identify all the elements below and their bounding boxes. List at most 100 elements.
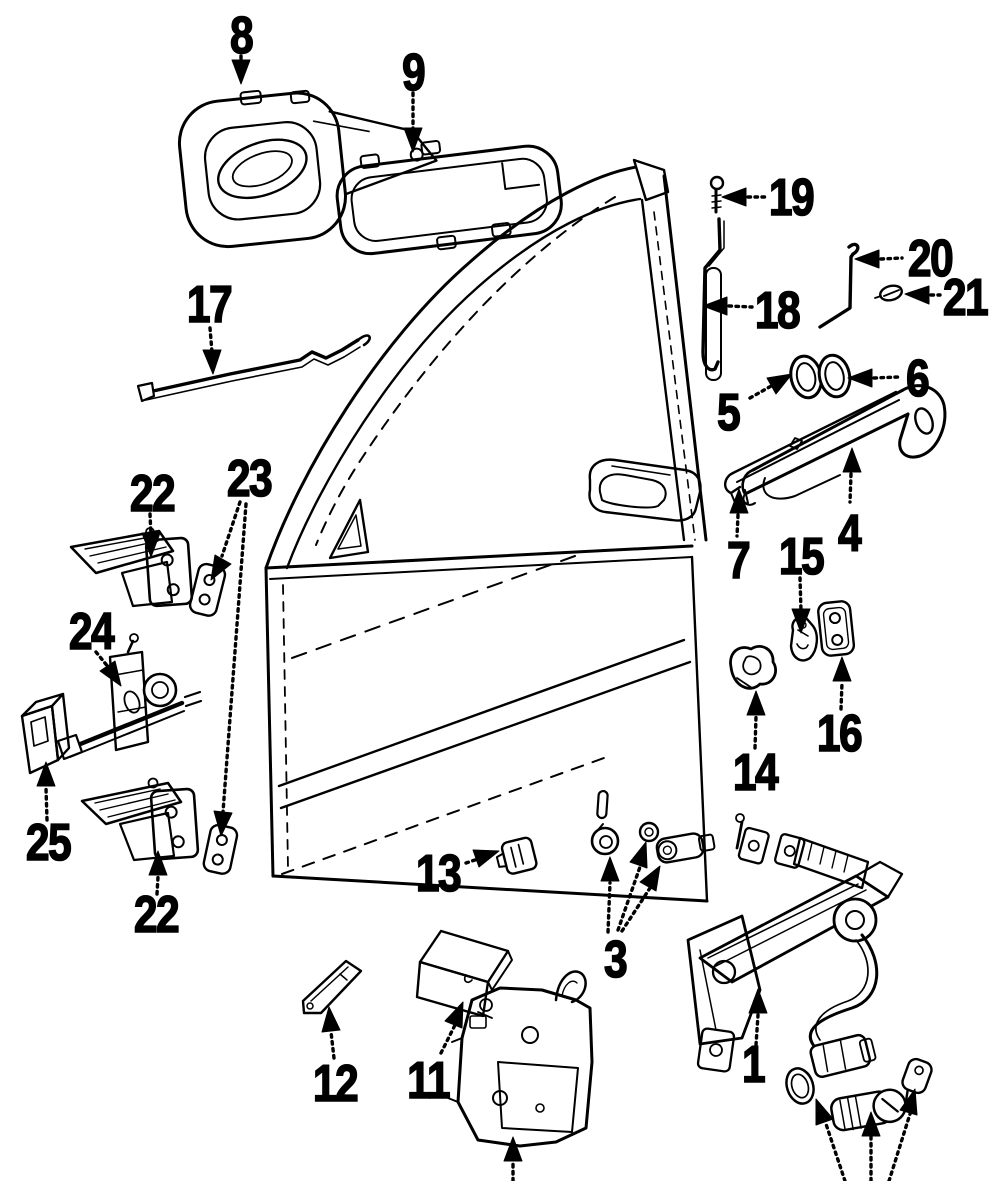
part-striker-plate-16 xyxy=(817,600,856,657)
callout-1-arrow xyxy=(748,988,768,1047)
callout-14-label: 14 xyxy=(733,744,779,802)
callout-25-label: 25 xyxy=(26,814,71,872)
callout-12: 12 xyxy=(312,1054,360,1113)
part-wedge-25 xyxy=(20,692,71,775)
callout-12-arrow xyxy=(321,1006,341,1060)
callout-8-label: 8 xyxy=(230,7,252,65)
callout-22-lower: 22 xyxy=(133,885,181,944)
callout-3: 3 xyxy=(603,930,629,989)
callout-19-arrow xyxy=(721,187,767,207)
callout-6-label: 6 xyxy=(906,350,928,408)
part-cluster-3 xyxy=(590,789,716,864)
callout-arrows xyxy=(36,54,942,1181)
callout-17-label: 17 xyxy=(187,276,231,334)
cutoff-arrow-lock xyxy=(503,1136,523,1181)
part-lock-rod-18 xyxy=(701,217,725,372)
part-inner-door-handle xyxy=(177,89,438,249)
part-outside-door-handle-4 xyxy=(741,384,947,506)
cutoff-arrow-key xyxy=(887,1088,918,1181)
callout-4: 4 xyxy=(837,504,864,563)
callout-18: 18 xyxy=(754,281,802,340)
callout-16-label: 16 xyxy=(817,705,861,763)
callout-22l-arrow xyxy=(148,850,168,896)
callout-15-arrow xyxy=(791,576,811,634)
callout-19: 19 xyxy=(768,168,816,227)
callout-21-arrow xyxy=(904,285,942,305)
callout-22u-arrow xyxy=(141,512,161,558)
callout-11: 11 xyxy=(406,1051,452,1110)
callout-18-label: 18 xyxy=(755,282,799,340)
door-panel xyxy=(264,158,722,903)
callout-labels: 8 9 17 19 18 20 21 5 6 7 4 22 23 24 25 2… xyxy=(25,6,990,1113)
callout-7-label: 7 xyxy=(727,532,749,590)
callout-7-arrow xyxy=(729,488,749,538)
callout-24-arrow xyxy=(94,650,122,687)
part-lower-hinge-22 xyxy=(80,777,200,862)
part-handle-gasket-frame xyxy=(335,140,563,256)
callout-5: 5 xyxy=(716,383,742,442)
callout-13: 13 xyxy=(415,844,463,903)
callout-25: 25 xyxy=(25,813,73,872)
callout-22-lower-label: 22 xyxy=(134,886,178,944)
cutoff-arrow-cylinder xyxy=(861,1111,881,1181)
part-door-check-24 xyxy=(56,633,203,761)
callout-11-arrow xyxy=(439,1001,464,1055)
part-lock-cylinder xyxy=(830,1088,907,1132)
callout-6: 6 xyxy=(905,349,931,408)
part-screw-19 xyxy=(709,175,725,214)
callout-14-arrow xyxy=(746,690,766,750)
callout-9: 9 xyxy=(401,43,427,102)
part-door-lock-actuator xyxy=(447,970,594,1148)
callout-15: 15 xyxy=(778,527,826,586)
door-handle-recess xyxy=(588,458,702,522)
callout-3-arrow-c xyxy=(620,865,661,933)
callout-20-arrow xyxy=(854,249,904,269)
part-lock-rod-20 xyxy=(818,242,860,329)
callout-1-label: 1 xyxy=(742,1036,765,1094)
callout-4-arrow xyxy=(842,447,862,504)
callout-3-arrow-b xyxy=(616,841,648,932)
part-handle-gasket-7 xyxy=(724,390,900,506)
callout-25-arrow xyxy=(36,761,56,822)
callout-24: 24 xyxy=(68,602,117,661)
callout-16: 16 xyxy=(816,704,864,763)
part-bracket-12 xyxy=(301,959,363,1015)
callout-23-label: 23 xyxy=(227,450,271,508)
callout-13-arrow xyxy=(464,849,500,868)
callout-3-label: 3 xyxy=(604,931,626,989)
callout-23-arrow-a xyxy=(210,500,242,581)
part-module-11 xyxy=(415,929,513,1018)
callout-15-label: 15 xyxy=(779,528,824,586)
callout-3-arrow-a xyxy=(600,856,620,934)
part-key xyxy=(901,1057,933,1101)
callout-7: 7 xyxy=(726,531,752,590)
callout-4-label: 4 xyxy=(838,505,862,563)
callout-23-arrow-b xyxy=(213,502,248,837)
callout-20-label: 20 xyxy=(908,230,952,288)
callout-13-label: 13 xyxy=(416,845,460,903)
callout-5-arrow xyxy=(748,373,793,400)
callout-19-label: 19 xyxy=(769,169,813,227)
callout-18-arrow xyxy=(702,296,754,316)
callout-21-label: 21 xyxy=(943,269,988,327)
callout-12-label: 12 xyxy=(313,1055,357,1113)
part-striker-14 xyxy=(729,645,777,690)
callout-22-upper-label: 22 xyxy=(130,465,174,523)
part-upper-hinge-22 xyxy=(69,527,194,608)
callout-23: 23 xyxy=(226,449,274,508)
callout-9-arrow xyxy=(403,91,423,153)
callout-24-label: 24 xyxy=(69,603,115,661)
cutoff-arrow-cap xyxy=(815,1098,847,1181)
callout-11-label: 11 xyxy=(407,1052,450,1110)
part-clip-21 xyxy=(874,284,903,302)
callout-20: 20 xyxy=(907,229,955,288)
callout-17-arrow xyxy=(202,326,222,375)
part-handle-carrier-1 xyxy=(686,813,904,1079)
part-lock-rod-17 xyxy=(136,334,371,403)
part-cap xyxy=(785,1067,815,1105)
callout-17: 17 xyxy=(186,275,234,334)
callout-1: 1 xyxy=(741,1035,767,1094)
callout-22-upper: 22 xyxy=(129,464,177,523)
